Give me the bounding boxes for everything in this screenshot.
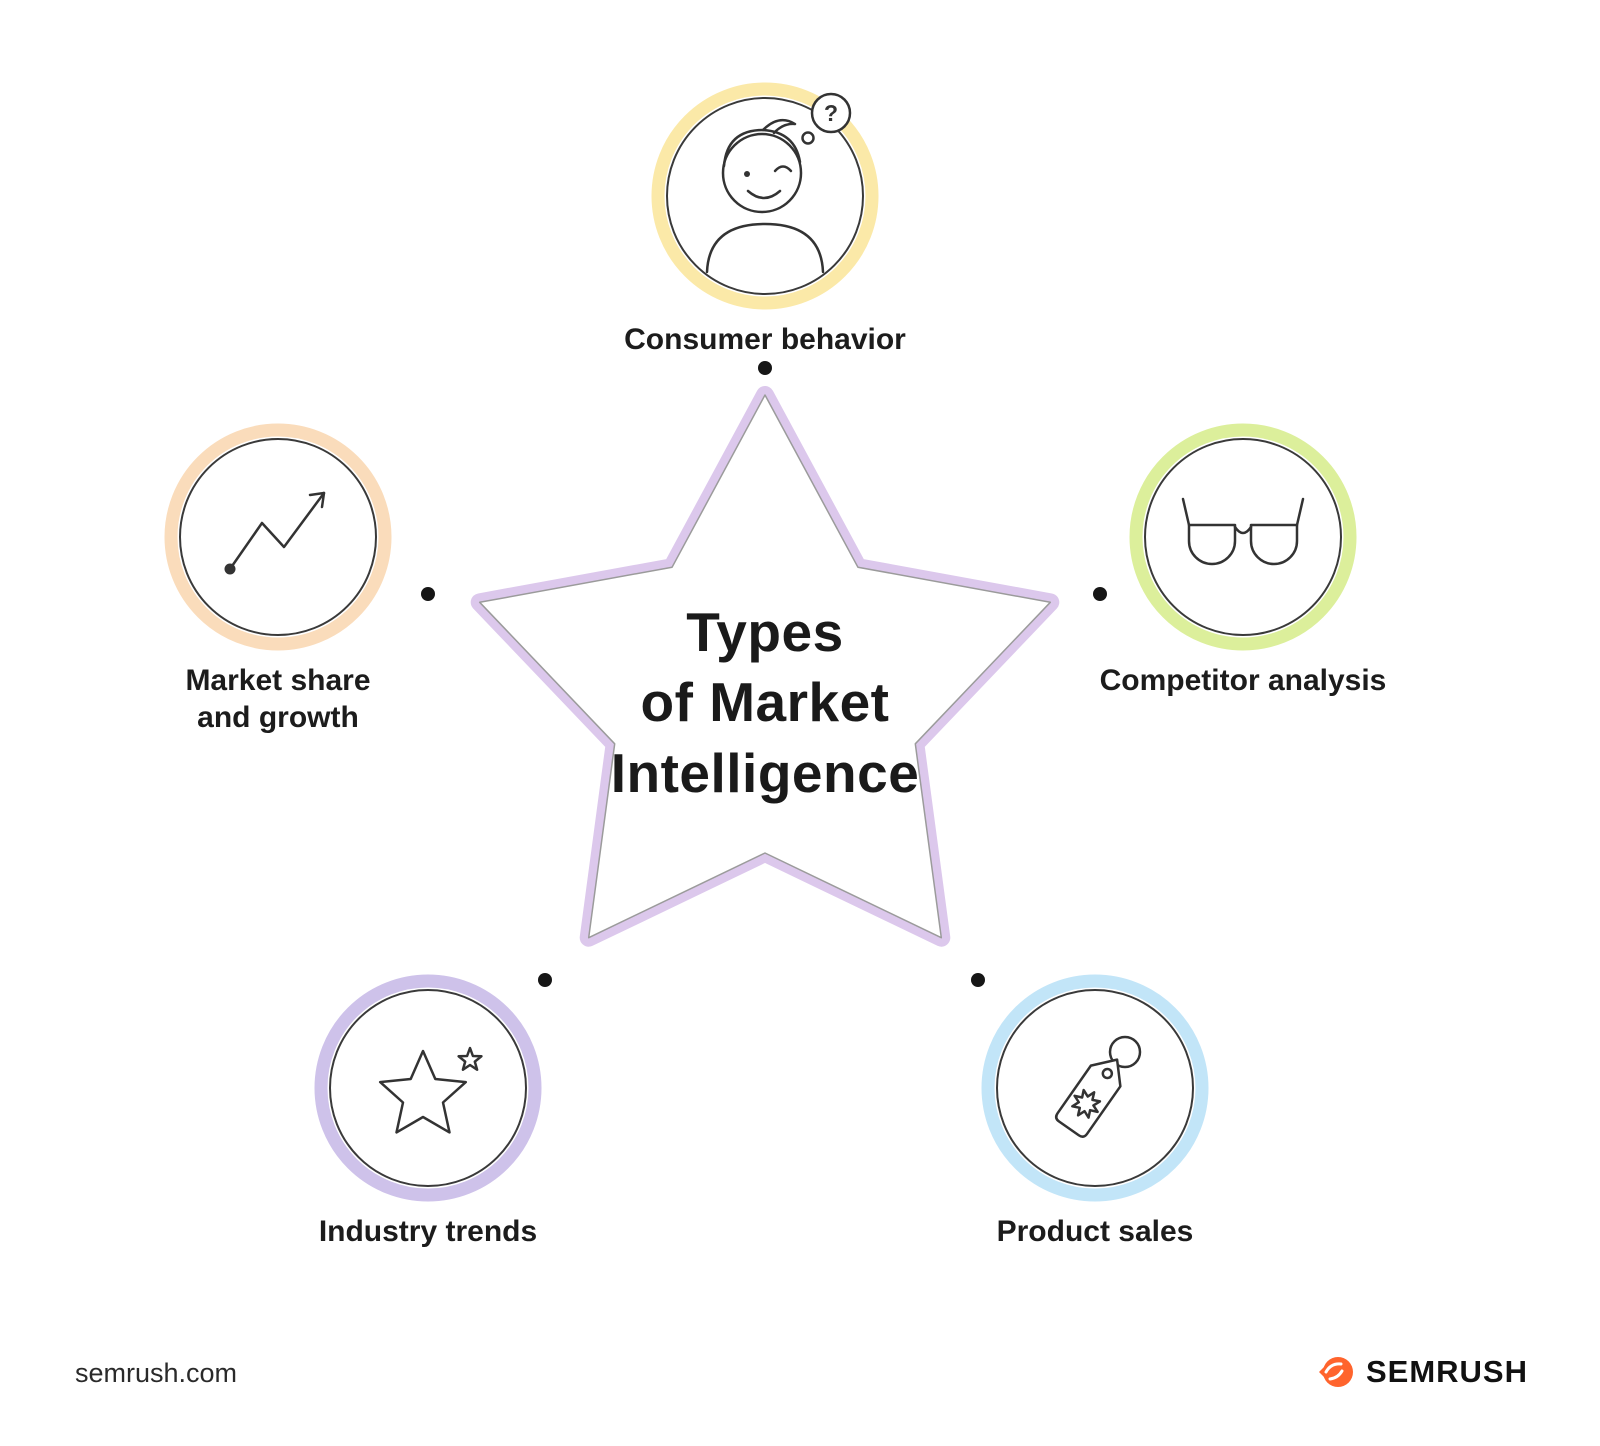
label-product-sales: Product sales	[996, 1215, 1194, 1248]
title-line-2: of Market	[640, 671, 890, 734]
question-mark: ?	[824, 100, 838, 126]
product-sales-ring	[981, 974, 1209, 1202]
label-market-share-growth: Market share and growth	[185, 664, 371, 734]
competitor-analysis-circle	[1144, 438, 1342, 636]
node-market-share-growth: Market share and growth	[158, 417, 398, 736]
growth-chart-icon	[224, 491, 326, 575]
node-competitor-analysis: Competitor analysis	[1100, 417, 1386, 700]
connector-dot-left	[421, 587, 435, 601]
label-competitor-analysis: Competitor analysis	[1099, 664, 1387, 697]
title-line-1: Types	[686, 601, 844, 663]
semrush-logo: SEMRUSH	[1316, 1352, 1528, 1392]
diagram-title: Types of Market Intelligence	[515, 597, 1015, 808]
connector-dot-bottom-left	[538, 973, 552, 987]
consumer-behavior-graphic: ?	[651, 82, 879, 310]
label-consumer-behavior: Consumer behavior	[624, 323, 906, 356]
market-share-growth-ring	[164, 423, 392, 651]
market-share-growth-graphic	[164, 423, 392, 651]
node-product-sales: Product sales	[975, 968, 1215, 1251]
node-consumer-behavior: ? Consumer behavior	[624, 76, 906, 359]
semrush-wordmark: SEMRUSH	[1365, 1354, 1528, 1389]
product-sales-graphic	[981, 974, 1209, 1202]
market-share-growth-circle	[179, 438, 377, 636]
industry-trends-ring	[314, 974, 542, 1202]
star-shape	[470, 386, 1060, 947]
competitor-analysis-ring	[1129, 423, 1357, 651]
title-line-3: Intelligence	[610, 741, 920, 804]
semrush-flame-icon	[1318, 1357, 1353, 1387]
price-tag-icon	[1054, 1035, 1142, 1138]
industry-trends-graphic	[314, 974, 542, 1202]
website-url: semrush.com	[75, 1358, 238, 1388]
connector-dot-right	[1093, 587, 1107, 601]
connector-dot-top	[758, 361, 772, 375]
eyeglasses-icon	[1181, 497, 1305, 566]
competitor-analysis-graphic	[1129, 423, 1357, 651]
connector-dot-bottom-right	[971, 973, 985, 987]
star-icon	[378, 1046, 483, 1134]
node-industry-trends: Industry trends	[308, 968, 548, 1251]
star-body	[478, 394, 1052, 939]
label-industry-trends: Industry trends	[318, 1215, 538, 1248]
consumer-behavior-ring	[651, 82, 879, 310]
industry-trends-circle	[329, 989, 527, 1187]
person-winking-with-question-bubble-icon: ?	[705, 92, 852, 274]
